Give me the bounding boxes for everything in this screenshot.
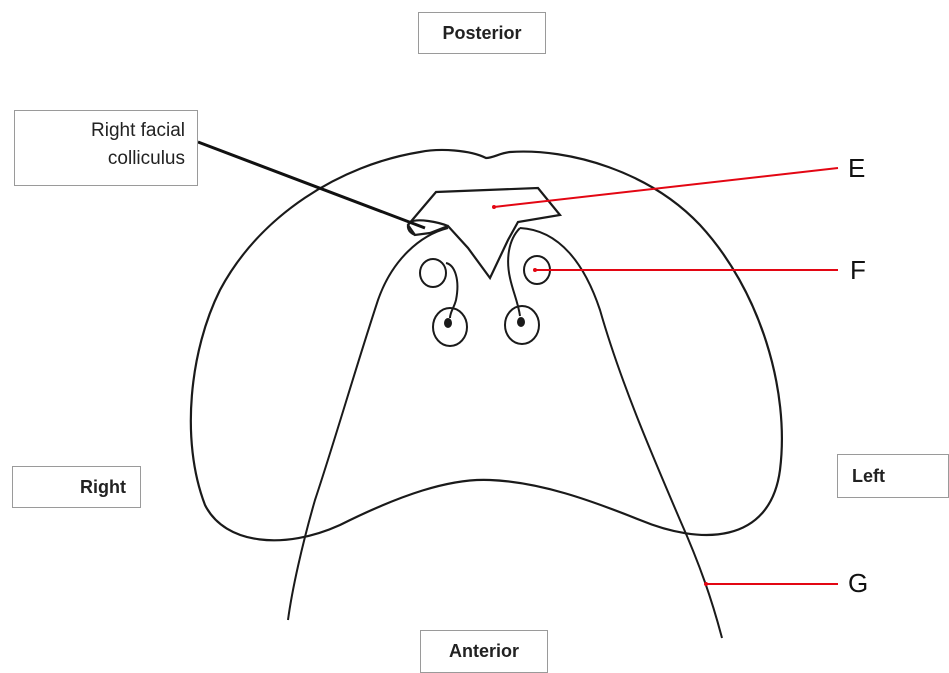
pons-outline	[191, 150, 782, 540]
callout-line-1: Right facial	[15, 117, 185, 145]
right-facial-colliculus-callout: Right facial colliculus	[14, 110, 198, 186]
pointer-f-group	[533, 268, 838, 272]
left-label: Left	[837, 454, 949, 498]
pointer-g-group	[704, 582, 838, 586]
pointer-label-f: F	[850, 255, 866, 286]
right-abducens-nucleus	[420, 259, 446, 287]
pointer-e-group	[492, 168, 838, 209]
pointer-e-line	[494, 168, 838, 207]
pointer-e-dot	[492, 205, 496, 209]
callout-line-2: colliculus	[15, 145, 185, 173]
left-lower-nucleus-dot	[517, 317, 525, 327]
right-facial-nerve-tract	[288, 228, 448, 620]
right-label: Right	[12, 466, 141, 508]
right-lower-nucleus-dot	[444, 318, 452, 328]
pointer-f-dot	[533, 268, 537, 272]
anterior-label: Anterior	[420, 630, 548, 673]
right-nuclei-group	[420, 259, 467, 346]
left-nuclei-group	[505, 228, 550, 344]
posterior-label: Posterior	[418, 12, 546, 54]
pointer-label-e: E	[848, 153, 865, 184]
callout-line	[198, 142, 425, 228]
left-facial-nerve-tract	[520, 228, 722, 638]
pointer-g-dot	[704, 582, 708, 586]
pointer-label-g: G	[848, 568, 868, 599]
left-nucleus-loop	[508, 228, 520, 316]
